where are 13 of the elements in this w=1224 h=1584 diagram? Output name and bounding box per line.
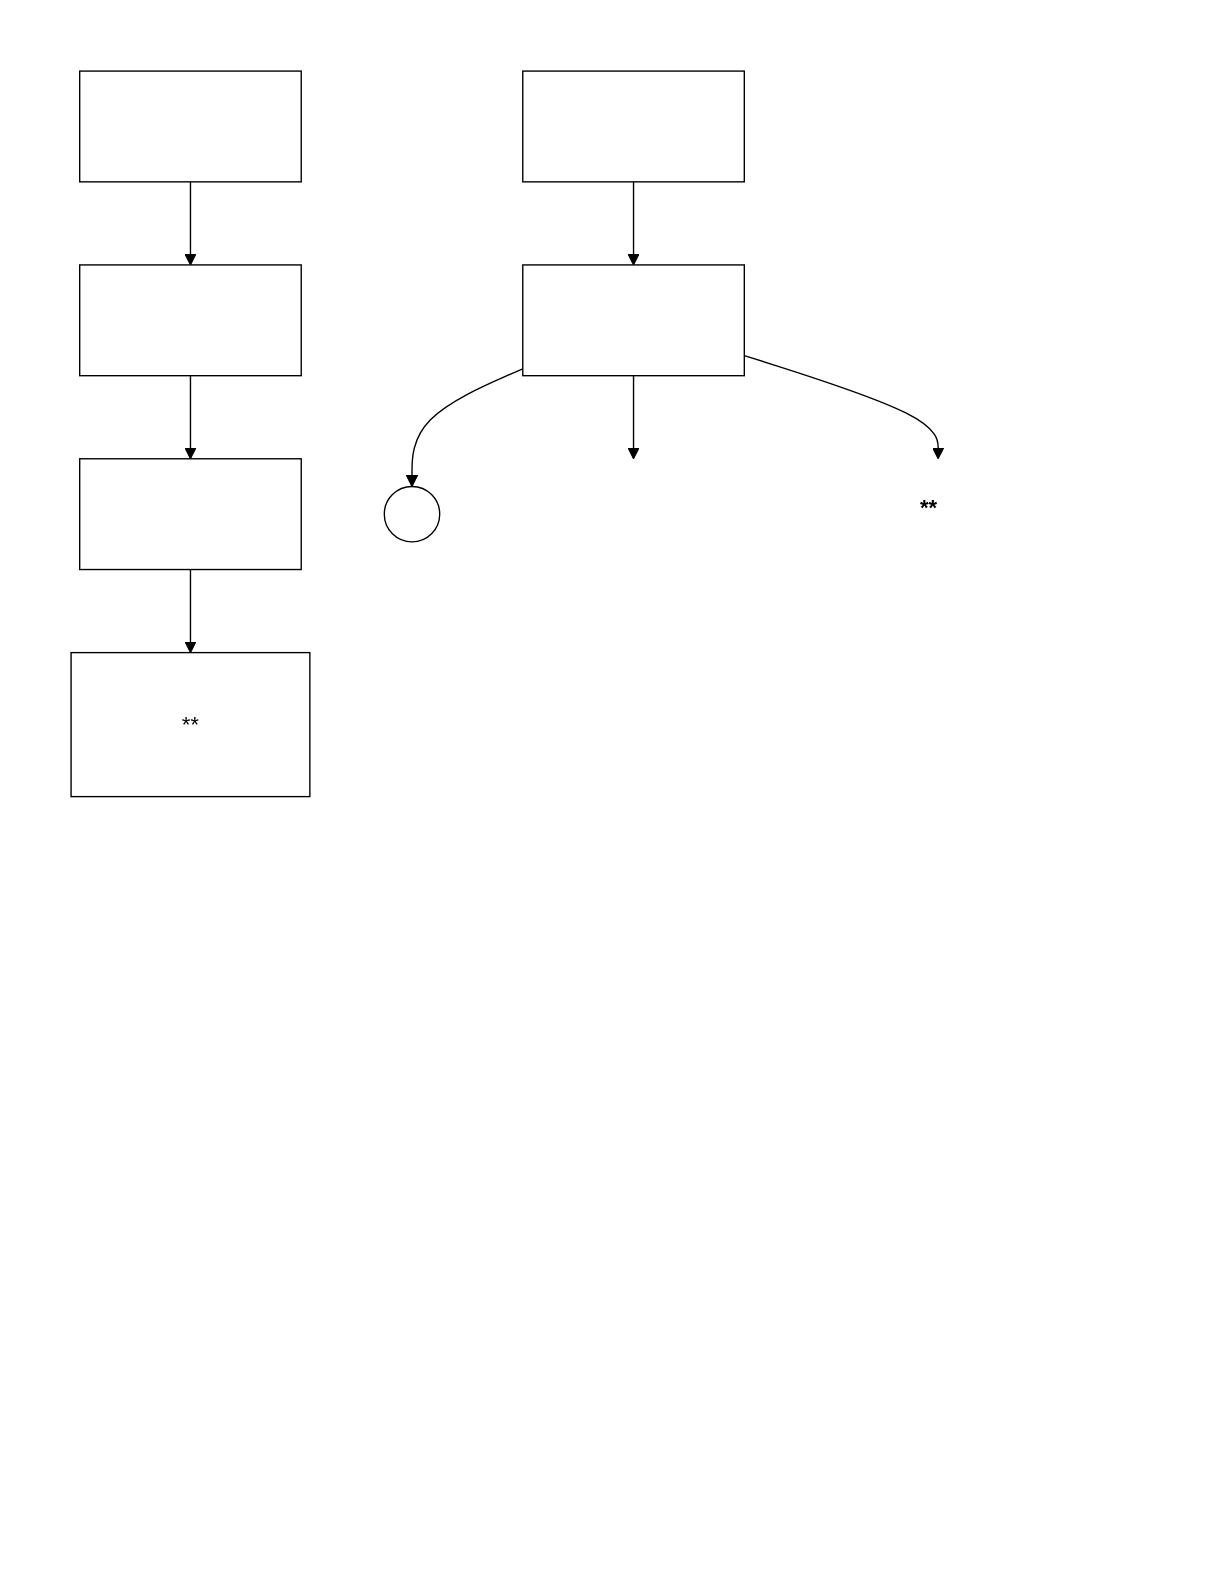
node-box — [522, 264, 745, 377]
arrow — [627, 181, 640, 266]
node-box — [79, 458, 302, 571]
node-box: ** — [70, 651, 311, 798]
footnote-mark: ** — [920, 495, 938, 521]
node-circle — [383, 485, 441, 543]
node-box — [79, 70, 302, 183]
arrow — [627, 375, 640, 460]
arrow — [184, 375, 197, 460]
node-box — [79, 264, 302, 377]
arrow — [184, 181, 197, 266]
node-box — [522, 70, 745, 183]
arrow — [184, 568, 197, 654]
